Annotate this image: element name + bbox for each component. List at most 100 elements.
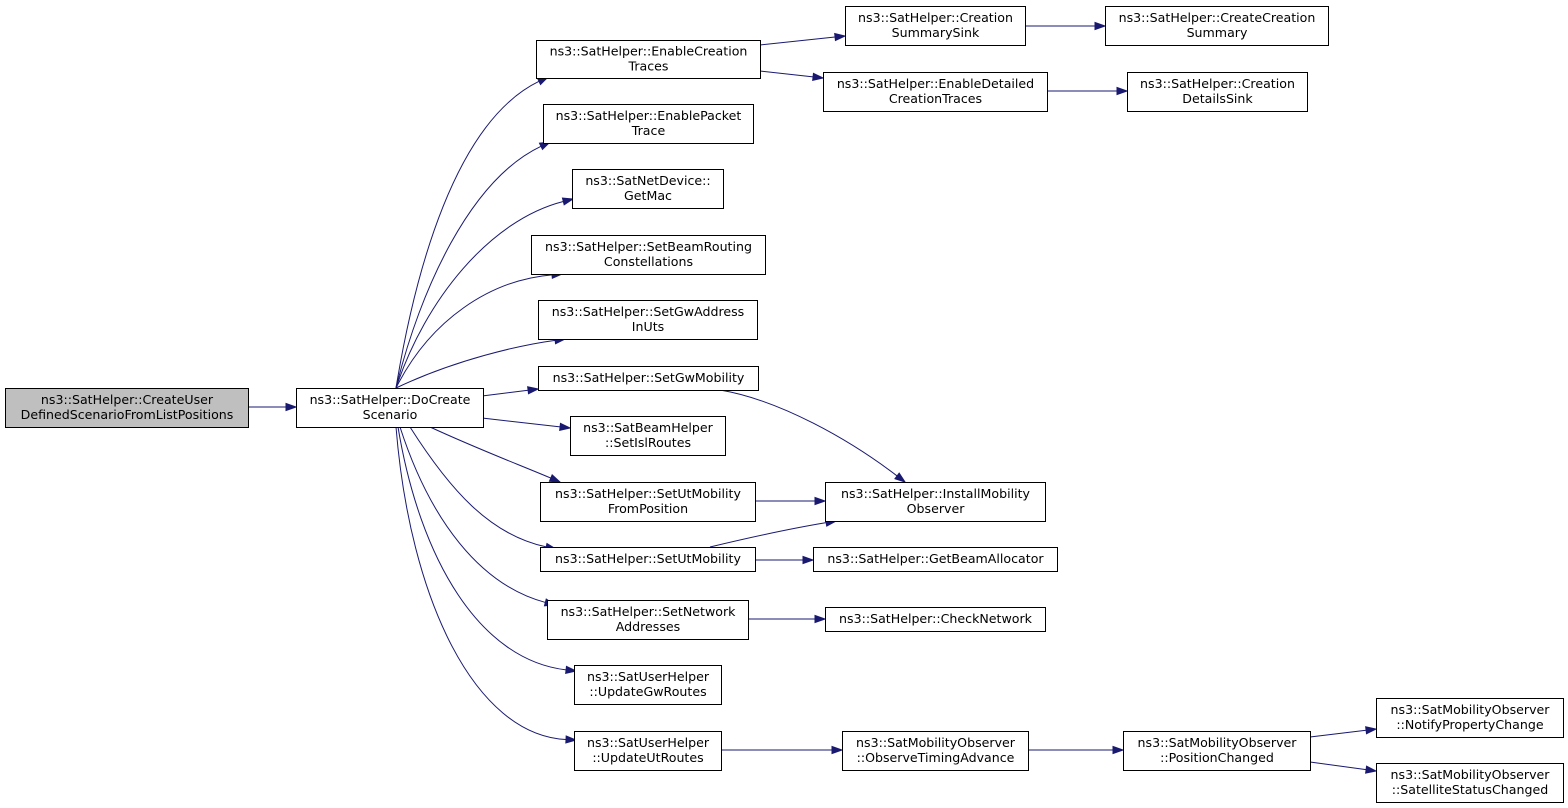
- edge-line: [1309, 729, 1367, 738]
- arrowhead-icon: [802, 555, 815, 565]
- node-label: ns3::SatHelper::SetUtMobility: [555, 551, 741, 566]
- arrowhead-icon: [894, 472, 907, 483]
- node-label: ns3::SatMobilityObserver: [1391, 702, 1551, 717]
- node-label: ns3::SatHelper::GetBeamAllocator: [827, 551, 1044, 566]
- node-label: ::PositionChanged: [1160, 750, 1274, 765]
- node-box: [538, 366, 759, 391]
- node-setislroutes[interactable]: ns3::SatBeamHelper::SetIslRoutes: [570, 416, 726, 456]
- edge-line: [719, 389, 898, 477]
- node-label: ns3::SatMobilityObserver: [1391, 767, 1551, 782]
- node-label: ::SatelliteStatusChanged: [1392, 782, 1548, 797]
- node-label: ns3::SatHelper::SetGwMobility: [553, 370, 745, 385]
- node-box: [813, 547, 1058, 572]
- node-label: ::UpdateUtRoutes: [592, 750, 703, 765]
- node-checknetwork[interactable]: ns3::SatHelper::CheckNetwork: [825, 607, 1046, 632]
- arrowhead-icon: [834, 32, 847, 42]
- edge-positionchanged-to-notifyproperty: [1309, 726, 1378, 738]
- node-box: [845, 6, 1026, 46]
- edge-line: [395, 426, 567, 741]
- node-box: [5, 388, 249, 428]
- edge-line: [397, 426, 567, 671]
- node-updateut[interactable]: ns3::SatUserHelper::UpdateUtRoutes: [574, 731, 722, 771]
- edge-line: [709, 522, 827, 548]
- arrowhead-icon: [1365, 726, 1378, 735]
- edge-observetiming-to-positionchanged: [1028, 745, 1125, 755]
- node-box: [570, 416, 726, 456]
- edge-docreate-to-setislroutes: [481, 417, 572, 431]
- arrowhead-icon: [1094, 21, 1107, 31]
- node-label: ::NotifyPropertyChange: [1396, 717, 1543, 732]
- arrowhead-icon: [565, 735, 578, 744]
- node-enabledetailed[interactable]: ns3::SatHelper::EnableDetailedCreationTr…: [823, 72, 1048, 112]
- edge-line: [399, 426, 546, 603]
- arrowhead-icon: [561, 197, 575, 206]
- node-label: ns3::SatHelper::Creation: [1140, 76, 1295, 91]
- edge-line: [395, 339, 556, 389]
- edge-line: [395, 274, 553, 389]
- node-label: ns3::SatHelper::SetGwAddress: [552, 304, 745, 319]
- node-label: ns3::SatBeamHelper: [583, 420, 714, 435]
- arrowhead-icon: [831, 745, 844, 755]
- edge-line: [409, 426, 547, 548]
- node-box: [1376, 698, 1564, 738]
- node-getbeamallocator[interactable]: ns3::SatHelper::GetBeamAllocator: [813, 547, 1058, 572]
- edge-line: [395, 200, 564, 389]
- node-satellitestatus[interactable]: ns3::SatMobilityObserver::SatelliteStatu…: [1376, 763, 1564, 803]
- node-label: ns3::SatHelper::CreateCreation: [1119, 10, 1316, 25]
- node-label: Traces: [628, 59, 669, 74]
- node-label: ns3::SatHelper::DoCreate: [310, 392, 471, 407]
- edge-docreate-to-updategw: [397, 426, 578, 674]
- node-box: [1376, 763, 1564, 803]
- node-updategw[interactable]: ns3::SatUserHelper::UpdateGwRoutes: [574, 665, 722, 705]
- node-label: ns3::SatMobilityObserver: [1138, 735, 1298, 750]
- edge-docreate-to-getmac: [395, 197, 575, 389]
- node-box: [825, 607, 1046, 632]
- node-label: Observer: [907, 501, 966, 516]
- node-label: Scenario: [363, 407, 418, 422]
- edge-line: [481, 389, 529, 397]
- node-label: FromPosition: [608, 501, 688, 516]
- node-getmac[interactable]: ns3::SatNetDevice::GetMac: [572, 169, 724, 209]
- node-label: CreationTraces: [889, 91, 982, 106]
- node-label: Trace: [631, 123, 666, 138]
- node-notifyproperty[interactable]: ns3::SatMobilityObserver::NotifyProperty…: [1376, 698, 1564, 738]
- node-root[interactable]: ns3::SatHelper::CreateUserDefinedScenari…: [5, 388, 249, 428]
- node-positionchanged[interactable]: ns3::SatMobilityObserver::PositionChange…: [1123, 731, 1311, 771]
- edge-line: [395, 145, 542, 389]
- node-label: ns3::SatHelper::SetBeamRouting: [545, 239, 752, 254]
- arrowhead-icon: [559, 422, 572, 431]
- node-box: [1127, 72, 1308, 112]
- node-label: ns3::SatUserHelper: [587, 669, 710, 684]
- node-box: [574, 731, 722, 771]
- node-box: [572, 169, 724, 209]
- edge-setnetwork-to-checknetwork: [748, 614, 827, 624]
- node-label: DetailsSink: [1182, 91, 1253, 106]
- edge-docreate-to-setutmobfrompos: [429, 426, 562, 483]
- node-setutmobfrompos[interactable]: ns3::SatHelper::SetUtMobilityFromPositio…: [540, 482, 756, 522]
- edge-enablecreation-to-creationsummarysink: [759, 32, 847, 46]
- edge-line: [429, 426, 551, 479]
- edge-positionchanged-to-satellitestatus: [1309, 761, 1378, 774]
- node-observetiming[interactable]: ns3::SatMobilityObserver::ObserveTimingA…: [842, 731, 1029, 771]
- edge-docreate-to-enablecreation: [395, 76, 550, 389]
- node-setbeamrouting[interactable]: ns3::SatHelper::SetBeamRoutingConstellat…: [531, 235, 766, 275]
- node-setgwmobility[interactable]: ns3::SatHelper::SetGwMobility: [538, 366, 759, 391]
- node-label: ::SetIslRoutes: [605, 435, 691, 450]
- node-box: [531, 235, 766, 275]
- edge-setutmobfrompos-to-installmobility: [755, 496, 827, 506]
- node-setutmobility[interactable]: ns3::SatHelper::SetUtMobility: [540, 547, 756, 572]
- node-label: SummarySink: [892, 25, 980, 40]
- edge-enablecreation-to-enabledetailed: [759, 70, 825, 82]
- edge-setutmobility-to-getbeamallocator: [755, 555, 815, 565]
- edges-layer: [248, 21, 1378, 774]
